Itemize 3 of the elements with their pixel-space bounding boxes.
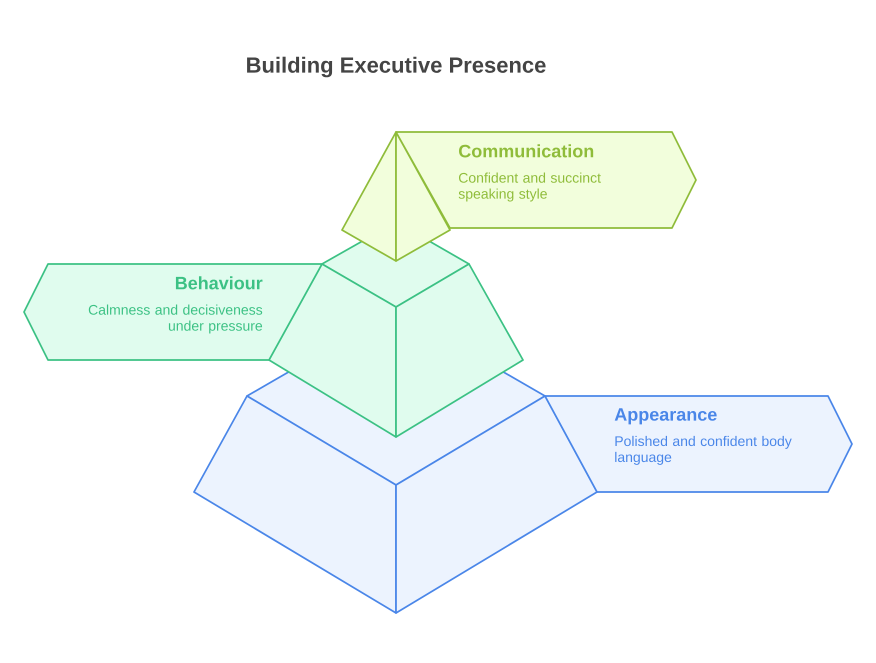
title: Building Executive Presence [247, 56, 546, 78]
label-banner: Behaviour Calmness and decisiveness under pressure [23, 263, 323, 361]
label-banner: Appearance Polished and confident body language [544, 395, 853, 493]
